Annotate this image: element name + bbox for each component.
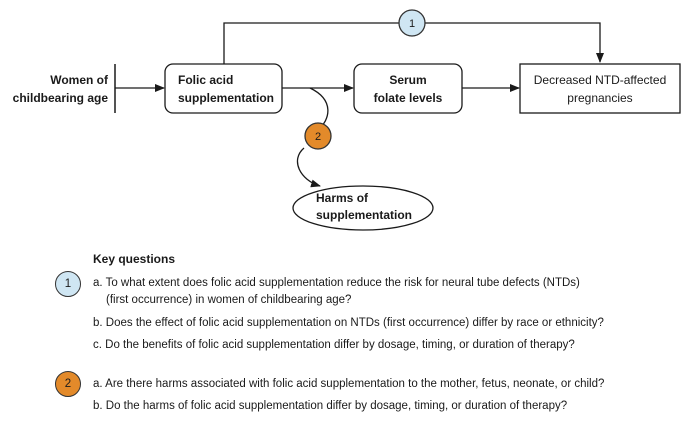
kq2-item-b: b. Do the harms of folic acid supplement… [93,400,568,412]
outcome-label-line2: pregnancies [567,91,632,105]
intermediate-label: Serum [389,73,426,87]
kq2-marker-circle [304,122,332,150]
kq2-marker-number: 2 [315,131,321,143]
kq2-badge: 2 [55,371,81,397]
population-label: Women of [50,73,109,87]
kq1-badge: 1 [55,271,81,297]
analytic-framework-diagram: Women of childbearing age Folic acid sup… [13,9,681,231]
population-label-line2: childbearing age [13,91,109,105]
kq1-item-a: a. To what extent does folic acid supple… [93,277,580,289]
harms-label-line2: supplementation [316,208,412,222]
kq1-marker-number: 1 [409,18,415,30]
key-questions-title: Key questions [93,252,176,266]
harms-ellipse [292,185,434,231]
kq1-item-c: c. Do the benefits of folic acid supplem… [93,339,575,351]
kq1-marker-circle [398,9,426,37]
harms-label: Harms of [316,191,369,205]
kq2-item-a: a. Are there harms associated with folic… [93,378,605,390]
intervention-box [164,63,283,114]
intermediate-box [353,63,463,114]
intervention-label: Folic acid [178,73,233,87]
intervention-label-line2: supplementation [178,91,274,105]
kq1-item-b: b. Does the effect of folic acid supplem… [93,317,604,329]
outcome-label: Decreased NTD-affected [534,73,667,87]
kq1-item-a-cont: (first occurrence) in women of childbear… [106,294,352,306]
outcome-box [519,63,681,114]
intermediate-label-line2: folate levels [374,91,443,105]
